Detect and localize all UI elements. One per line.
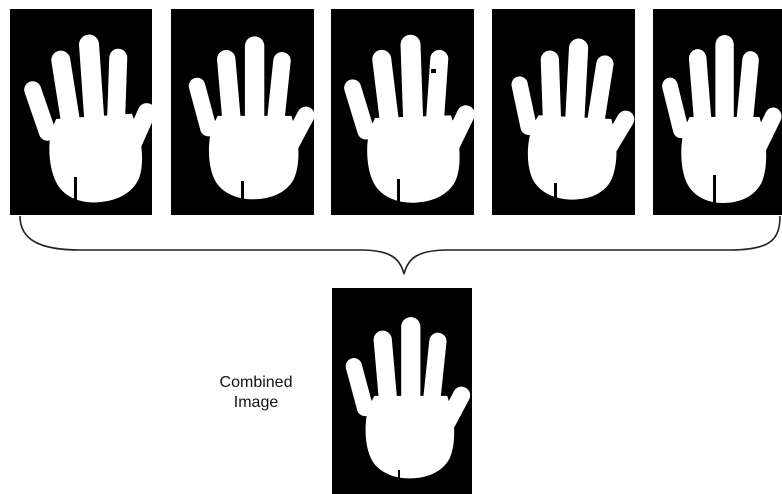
- hand-silhouette-icon: [331, 9, 474, 215]
- curly-brace: [0, 214, 782, 278]
- input-hand-image-1: [10, 9, 152, 215]
- input-hand-image-4: [492, 9, 635, 215]
- combined-hand-image: [332, 288, 472, 494]
- hand-silhouette-icon: [653, 9, 782, 215]
- hand-silhouette-icon: [10, 9, 152, 215]
- hand-silhouette-icon: [171, 9, 314, 215]
- input-hand-image-3: [331, 9, 474, 215]
- combined-image-label: Combined Image: [196, 373, 316, 413]
- hand-silhouette-icon: [492, 9, 635, 215]
- hand-silhouette-icon: [332, 288, 472, 494]
- input-hand-image-5: [653, 9, 782, 215]
- input-hand-image-2: [171, 9, 314, 215]
